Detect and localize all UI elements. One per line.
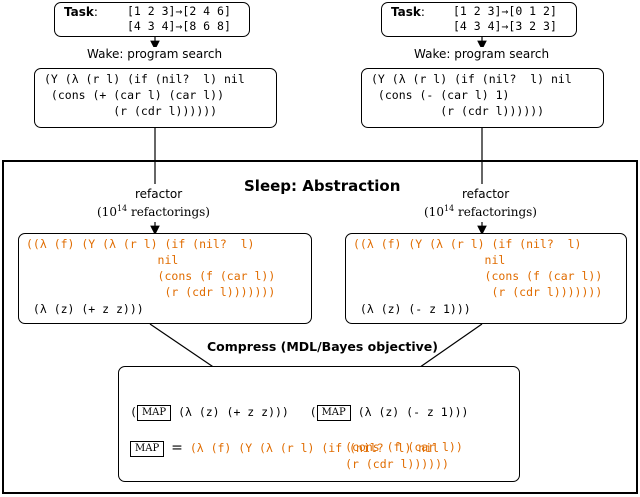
right-refactored-box [345, 233, 627, 324]
right-refactored-line5: (λ (z) (- z 1))) [353, 302, 471, 316]
left-refactor-count: (1014 refactorings) [95, 204, 212, 219]
left-program-line3: (r (cdr l)))))) [44, 104, 218, 118]
right-program-line3: (r (cdr l)))))) [371, 104, 545, 118]
right-refactored-line2: nil [353, 253, 506, 267]
library-def-line2: (cons (f (car l)) [262, 440, 463, 454]
right-refactor-label: refactor [460, 187, 512, 201]
compress-label: Compress (MDL/Bayes objective) [207, 339, 438, 354]
right-program-line2: (cons (- (car l) 1) [371, 88, 510, 102]
right-refactor-count: (1014 refactorings) [422, 204, 539, 219]
right-refactored-line1: ((λ (f) (Y (λ (r l) (if (nil? l) [353, 237, 582, 251]
right-task-box [381, 2, 577, 37]
left-refactored-line5: (λ (z) (+ z z))) [26, 302, 144, 316]
left-refactored-line2: nil [26, 253, 179, 267]
sleep-frame [2, 160, 638, 494]
left-refactored-box [18, 233, 312, 324]
library-definition-row: MAP = (λ (f) (Y (λ (r l) (if (nil? l) ni… [130, 421, 439, 457]
map-symbol: MAP [130, 440, 165, 457]
left-wake-label: Wake: program search [85, 47, 225, 61]
right-refactored-line3: (cons (f (car l)) [353, 269, 603, 283]
right-program-line1: (Y (λ (r l) (if (nil? l) nil [371, 72, 572, 86]
sleep-title: Sleep: Abstraction [244, 177, 401, 195]
library-def-line3: (r (cdr l)))))) [262, 457, 449, 471]
left-task-line2: [4 3 4]→[8 6 8] [127, 19, 231, 33]
library-usage-row: (MAP (λ (z) (+ z z))) (MAP (λ (z) (- z 1… [130, 404, 469, 421]
left-program-line1: (Y (λ (r l) (if (nil? l) nil [44, 72, 245, 86]
left-program-line2: (cons (+ (car l) (car l)) [44, 88, 225, 102]
library-box [118, 366, 520, 482]
left-refactored-line3: (cons (f (car l)) [26, 269, 276, 283]
left-refactored-line4: (r (cdr l))))))) [26, 285, 276, 299]
left-refactor-label: refactor [133, 187, 185, 201]
left-program-box [34, 68, 277, 128]
right-program-box [361, 68, 604, 128]
left-task-label: Task: [64, 5, 98, 19]
right-task-line1: [1 2 3]→[0 1 2] [453, 4, 557, 18]
left-task-line1: [1 2 3]→[2 4 6] [127, 4, 231, 18]
map-symbol: MAP [136, 404, 172, 421]
left-refactored-line1: ((λ (f) (Y (λ (r l) (if (nil? l) [26, 237, 255, 251]
right-task-label: Task: [391, 5, 425, 19]
right-task-line2: [4 3 4]→[3 2 3] [453, 19, 557, 33]
map-symbol: MAP [316, 404, 351, 421]
right-refactored-line4: (r (cdr l))))))) [353, 285, 603, 299]
left-task-box [54, 2, 250, 37]
right-wake-label: Wake: program search [412, 47, 552, 61]
